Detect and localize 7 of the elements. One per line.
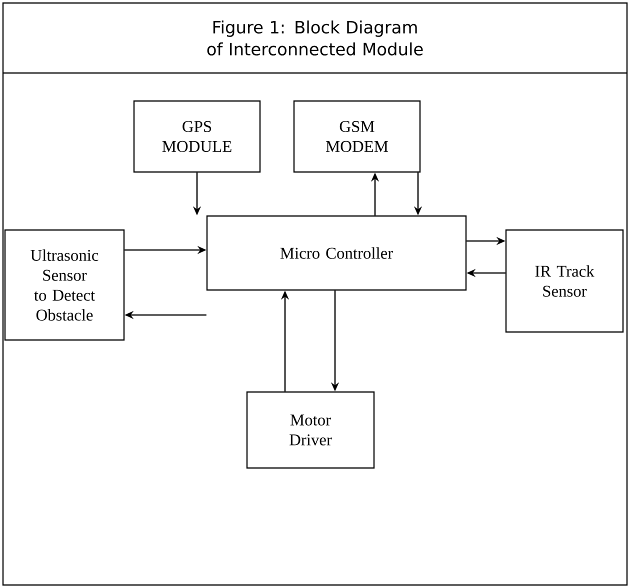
title: Figure 1: Block Diagram of Interconnected Module: [207, 20, 423, 56]
block-box: GPS MODULE: [133, 100, 261, 173]
block-box: Ultrasonic Sensor to Detect Obstacle: [4, 229, 125, 341]
block-box: Motor Driver: [246, 391, 375, 469]
block-box: GSM MODEM: [293, 100, 421, 173]
block-box: Micro Controller: [206, 215, 467, 291]
block-box: IR Track Sensor: [505, 229, 624, 333]
